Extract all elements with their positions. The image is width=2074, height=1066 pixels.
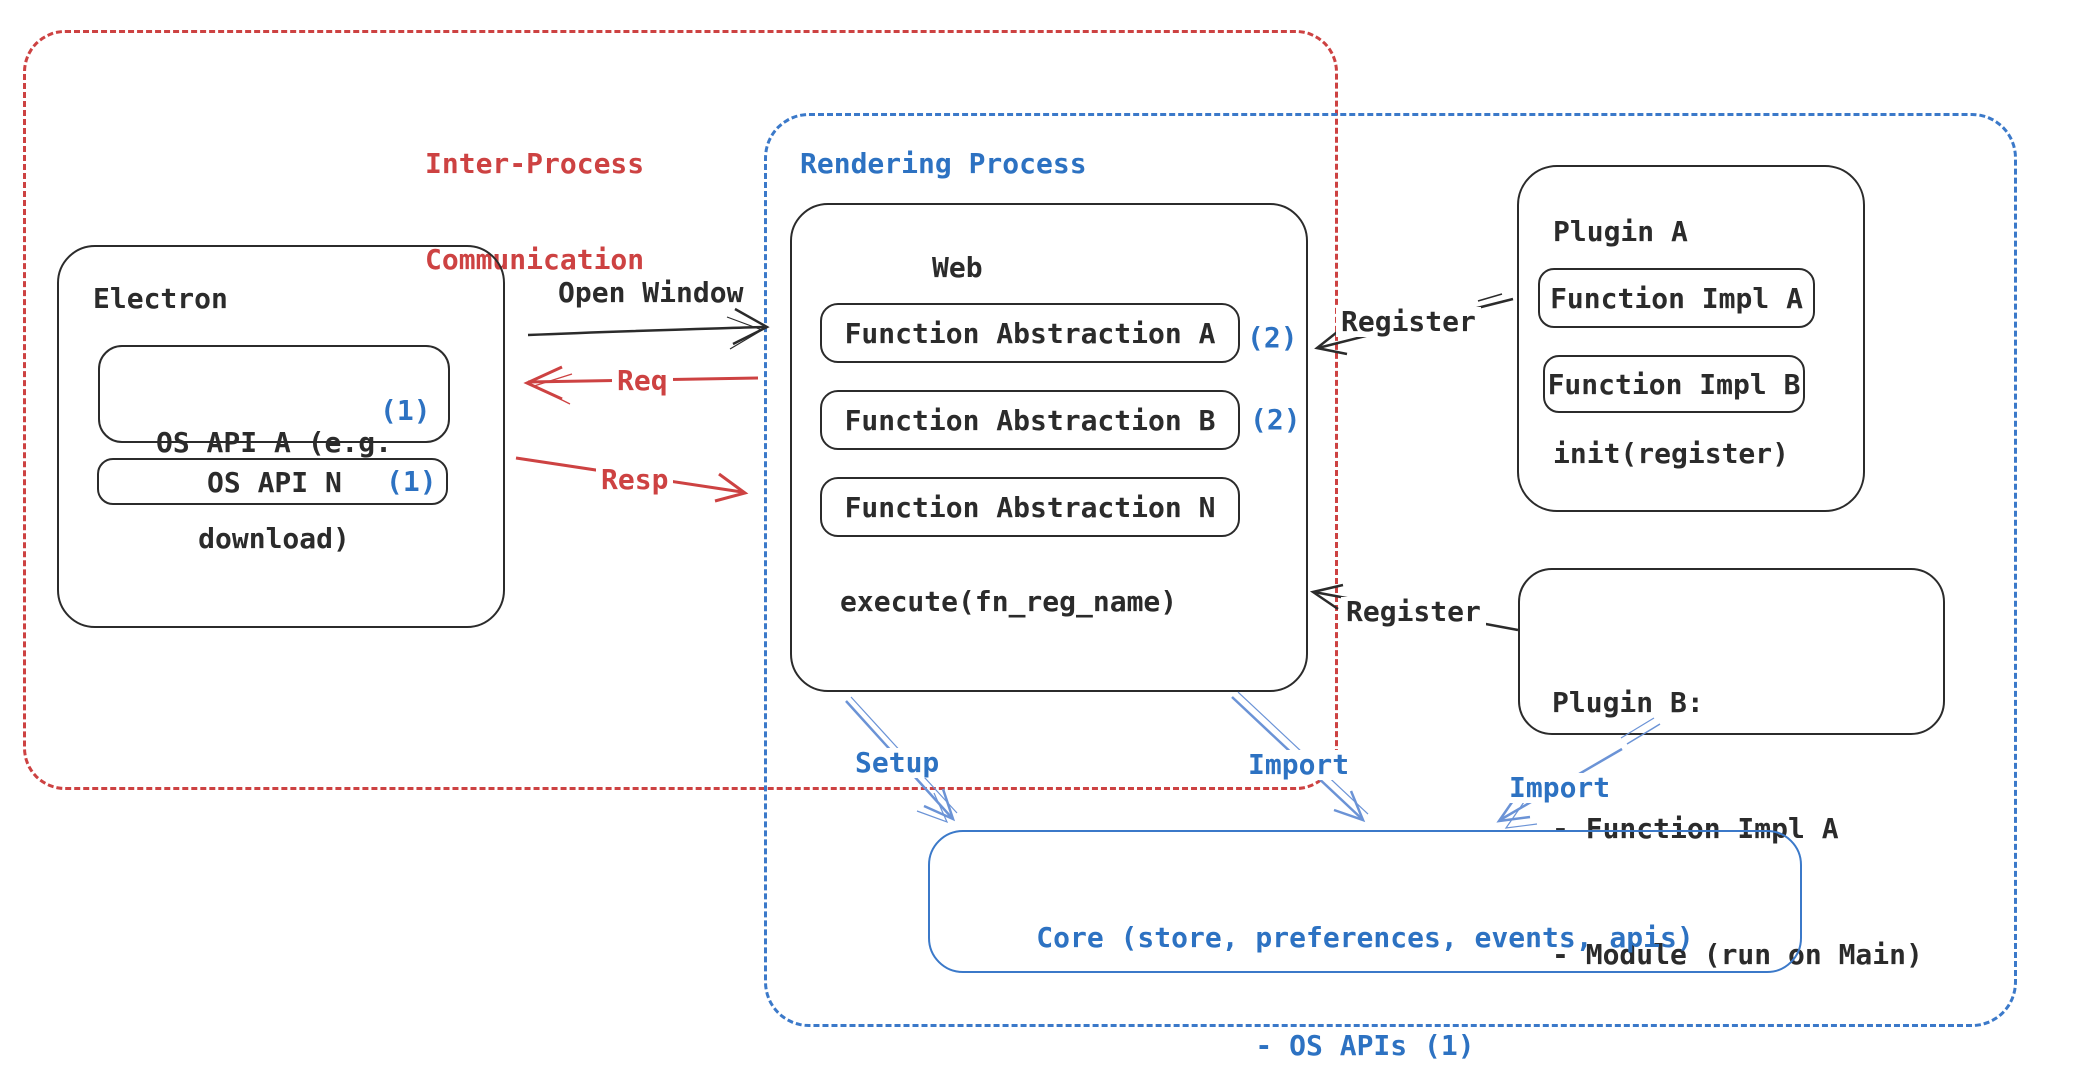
ipc-region-label-line1: Inter-Process <box>425 147 645 180</box>
core-label: Core (store, preferences, events, apis) … <box>928 848 1802 1066</box>
electron-title: Electron <box>93 282 228 315</box>
rendering-region-label: Rendering Process <box>800 147 1087 180</box>
function-abstraction-a-badge: (2) <box>1247 321 1298 354</box>
ipc-region-border <box>23 30 1338 790</box>
web-box <box>790 203 1308 692</box>
plugin-a-init-label: init(register) <box>1553 437 1790 470</box>
function-abstraction-b-badge: (2) <box>1250 403 1301 436</box>
import-plugin-label: Import <box>1504 773 1616 803</box>
ipc-region-label-line2: Communication <box>425 243 645 276</box>
function-impl-b-box <box>1543 355 1805 413</box>
os-api-a-box <box>98 345 450 443</box>
function-abstraction-n-label: Function Abstraction N <box>844 491 1216 524</box>
open-window-label: Open Window <box>558 276 744 309</box>
electron-box <box>57 245 505 628</box>
setup-label: Setup <box>850 748 945 778</box>
function-abstraction-a-label: Function Abstraction A <box>844 317 1216 350</box>
os-api-a-line2: download) <box>198 522 350 555</box>
os-api-a-badge: (1) <box>380 394 431 427</box>
web-title: Web <box>932 251 983 284</box>
plugin-a-title: Plugin A <box>1553 215 1688 248</box>
os-api-a-line1: OS API A (e.g. <box>155 426 392 459</box>
core-line1: Core (store, preferences, events, apis) <box>1036 921 1694 954</box>
os-api-n-label: OS API N <box>207 466 342 499</box>
ipc-region-label: Inter-Process Communication <box>425 84 644 340</box>
core-box <box>928 830 1802 973</box>
function-abstraction-b-box <box>820 390 1240 450</box>
core-line2: - OS APIs (1) <box>1255 1029 1475 1062</box>
import-web-label: Import <box>1243 750 1355 780</box>
os-api-a-label: OS API A (e.g. download) <box>98 363 450 619</box>
execute-label: execute(fn_reg_name) <box>840 585 1178 618</box>
function-abstraction-n-box <box>820 477 1240 537</box>
plugin-a-box <box>1517 165 1865 512</box>
function-abstraction-a-box <box>820 303 1240 363</box>
os-api-n-badge: (1) <box>386 465 437 498</box>
os-api-n-box <box>97 458 448 505</box>
register-a-label: Register <box>1336 307 1481 337</box>
function-abstraction-b-label: Function Abstraction B <box>844 404 1216 437</box>
register-b-label: Register <box>1341 597 1486 627</box>
resp-label: Resp <box>596 465 674 495</box>
function-impl-a-box <box>1538 268 1815 328</box>
plugin-b-title: Plugin B: <box>1552 686 1704 719</box>
function-impl-a-label: Function Impl A <box>1550 282 1803 315</box>
plugin-b-box <box>1518 568 1945 735</box>
req-label: Req <box>612 366 673 396</box>
function-impl-b-label: Function Impl B <box>1547 368 1801 401</box>
rendering-region-border <box>764 113 2017 1027</box>
